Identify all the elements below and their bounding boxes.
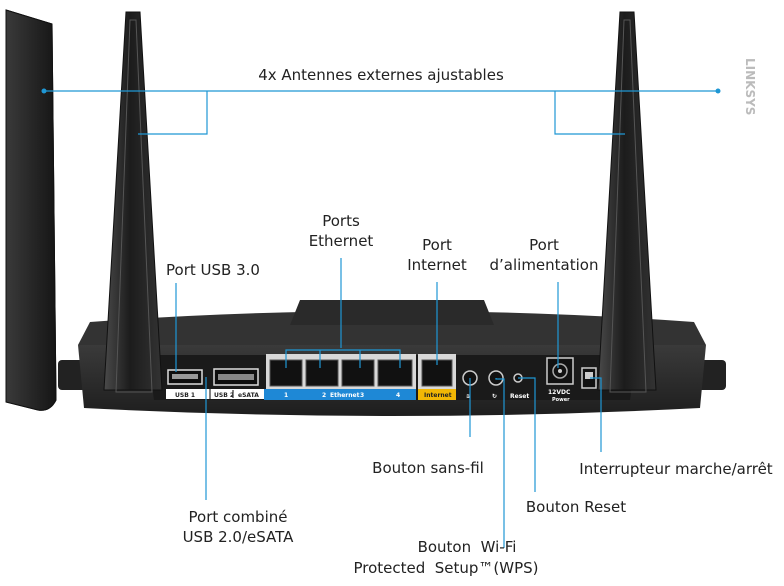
right-side-panel: LINKSYS: [5, 9, 757, 411]
ethernet-ports-label-line2: Ethernet: [309, 232, 374, 250]
eth2-label: 2: [322, 392, 326, 399]
callout-lines: [41, 88, 721, 548]
usb1-label: USB 1: [175, 392, 195, 399]
power-port-label-line2: d’alimentation: [490, 256, 599, 274]
usb3-port-label: Port USB 3.0: [166, 261, 260, 279]
antenna-left-inner: [115, 19, 153, 393]
usb2-label: USB 2: [214, 392, 234, 399]
antenna-right-outer: [597, 11, 657, 391]
svg-text:≋: ≋: [466, 393, 471, 400]
eth3-label: 3: [360, 392, 364, 399]
eth1-label: 1: [284, 392, 288, 399]
esata-label: eSATA: [238, 392, 259, 399]
power-switch-label: Interrupteur marche/arrêt: [579, 460, 773, 478]
antenna-left-outer: [103, 11, 163, 391]
antenna-right-inner: [609, 19, 647, 393]
wireless-button-label: Bouton sans-fil: [372, 459, 484, 477]
internet-port-label-line1: Port: [422, 236, 452, 254]
voltage-label: 12VDC: [548, 389, 571, 396]
power-port-label-line1: Port: [529, 236, 559, 254]
svg-text:↻: ↻: [492, 393, 497, 400]
reset-button-label: Bouton Reset: [526, 498, 626, 516]
ethernet-port-4: [377, 359, 413, 387]
eth4-label: 4: [396, 392, 400, 399]
ethernet-port-3: [341, 359, 375, 387]
reset-label: Reset: [510, 393, 529, 400]
combo-port-label-line1: Port combiné: [189, 508, 288, 526]
internet-port-label-line2: Internet: [407, 256, 467, 274]
wps-button-label-line1: Bouton Wi-Fi: [418, 538, 517, 556]
ethernet-ports-label-line1: Ports: [322, 212, 360, 230]
brand-logo-right: LINKSYS: [743, 58, 757, 115]
wps-button-label-line2: Protected Setup™(WPS): [353, 559, 538, 577]
ethernet-port-2: [305, 359, 339, 387]
antennas-label: 4x Antennes externes ajustables: [258, 66, 504, 84]
power-label: Power: [552, 397, 570, 403]
combo-port-label-line2: USB 2.0/eSATA: [183, 528, 295, 546]
antennas: [103, 11, 657, 393]
ethernet-strip-label: Ethernet: [330, 392, 360, 399]
internet-strip-label: Internet: [424, 392, 452, 399]
